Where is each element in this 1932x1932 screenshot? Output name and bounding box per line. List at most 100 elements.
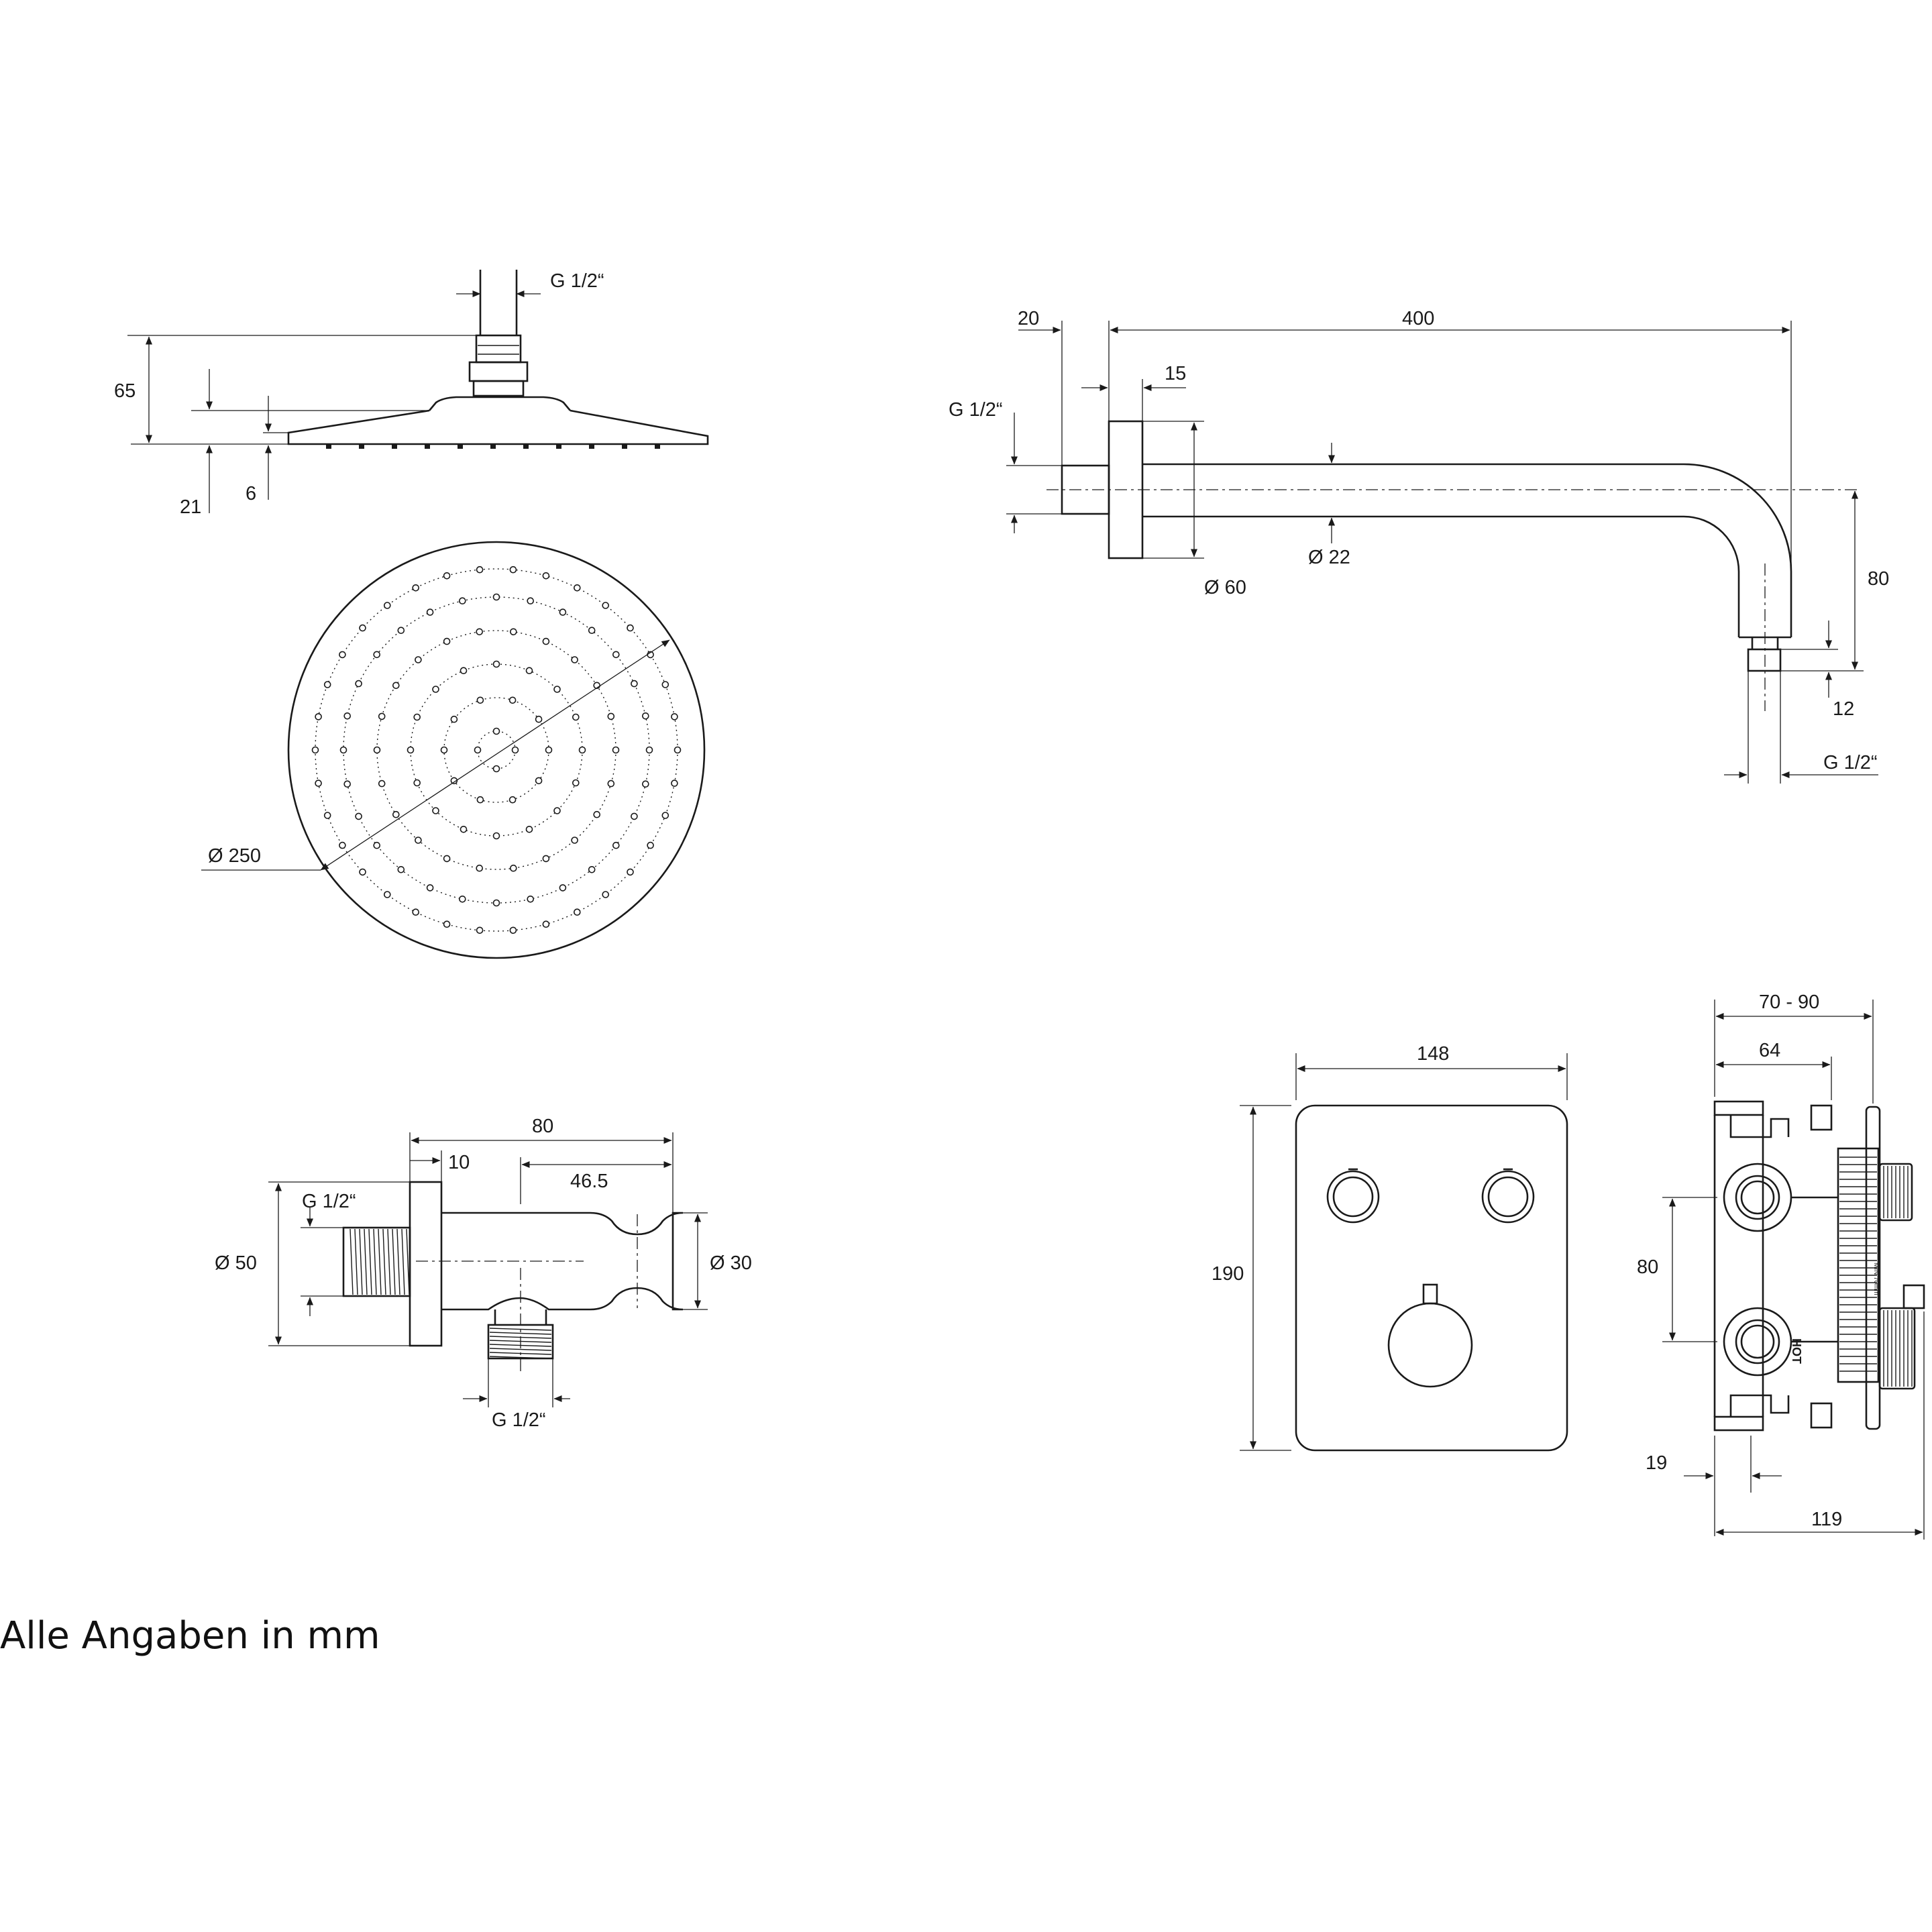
- head-thread-label: G 1/2“: [550, 270, 604, 292]
- nozzle-dot: [674, 746, 682, 754]
- nozzle-dot: [476, 696, 484, 704]
- nozzle-dot: [339, 746, 347, 754]
- nozzle-dot: [671, 713, 678, 720]
- nozzle-dot: [492, 765, 500, 773]
- nozzle-dot: [397, 627, 405, 635]
- nozzle-dot: [525, 667, 533, 675]
- nozzle-dot: [315, 713, 322, 720]
- nozzle-dot: [492, 727, 500, 735]
- nozzle-dot: [343, 780, 352, 788]
- nozzle-dot: [612, 651, 620, 659]
- nozzle-dot: [476, 864, 484, 872]
- nozzle-dot: [492, 832, 500, 840]
- nozzle-dot: [492, 899, 500, 907]
- outlet-bottom-thread: G 1/2“: [492, 1409, 546, 1431]
- nozzle-dot: [527, 597, 535, 605]
- nozzle-dot: [323, 812, 331, 819]
- nozzle-dot: [641, 780, 649, 788]
- nozzle-dot: [432, 807, 439, 814]
- nozzle-dot: [573, 584, 581, 592]
- nozzle-dot: [476, 926, 484, 934]
- outlet-inlet-thread: G 1/2“: [302, 1191, 356, 1212]
- knurl-top: [1883, 1166, 1909, 1218]
- nozzle-dot: [426, 608, 434, 616]
- nozzle-dot: [476, 796, 484, 804]
- knurl-bottom: [1883, 1310, 1913, 1387]
- nozzle-dot: [359, 624, 366, 632]
- box-port-spacing: 80: [1637, 1256, 1658, 1278]
- box-ribs: [1839, 1157, 1877, 1372]
- outlet-holder-offset: 46.5: [570, 1171, 608, 1192]
- nozzle-dot: [572, 713, 580, 721]
- nozzle-rings: [311, 566, 682, 934]
- nozzle-dot: [578, 746, 586, 754]
- nozzle-dot: [492, 593, 500, 601]
- nozzle-dot: [460, 667, 468, 675]
- nozzle-dot: [671, 780, 678, 787]
- box-front-offset: 19: [1646, 1452, 1667, 1474]
- left-valve-knob: [1326, 1168, 1380, 1224]
- shower-head-side-view: G 1/2“ 65 21 6: [114, 270, 709, 518]
- arm-drop: 80: [1868, 568, 1889, 590]
- hot-label: HOT: [1790, 1338, 1803, 1364]
- nozzle-dot: [407, 746, 415, 754]
- arm-outlet-thread: G 1/2“: [1823, 752, 1878, 773]
- nozzle-dot: [661, 681, 669, 688]
- nozzle-dot: [359, 868, 366, 876]
- nozzle-dot: [509, 628, 517, 636]
- nozzle-dot: [509, 566, 517, 574]
- nozzle-dot: [413, 779, 421, 787]
- nozzle-dot: [426, 884, 434, 892]
- nozzle-dot: [492, 660, 500, 668]
- nozzle-dot: [607, 780, 615, 788]
- nozzle-dot: [311, 746, 319, 754]
- box-total-depth: 119: [1811, 1509, 1842, 1530]
- nozzle-dot: [343, 712, 352, 720]
- nozzle-dot: [559, 608, 567, 616]
- nozzle-dot: [508, 796, 517, 804]
- head-plate-thickness: 6: [246, 483, 256, 504]
- nozzle-dot: [553, 807, 561, 814]
- nozzle-dot: [458, 597, 466, 605]
- arm-length: 400: [1402, 308, 1434, 329]
- nozzle-dot: [432, 686, 439, 693]
- nozzle-dot: [509, 926, 517, 934]
- min-depth-label: MIN 70mm: [1872, 1263, 1880, 1295]
- nozzle-dot: [602, 891, 610, 898]
- nozzle-dot: [315, 780, 322, 787]
- nozzle-dot: [542, 637, 550, 645]
- nozzle-dot: [661, 812, 669, 819]
- nozzle-dot: [383, 891, 391, 898]
- nozzle-dot: [476, 566, 484, 574]
- nozzle-dot: [509, 864, 517, 872]
- nozzle-dot: [397, 866, 405, 873]
- lower-port: [1723, 1307, 1792, 1377]
- nozzle-dot: [535, 715, 543, 723]
- plate-width: 148: [1417, 1043, 1449, 1065]
- nozzle-dot: [511, 746, 519, 754]
- nozzle-dot: [607, 712, 615, 720]
- nozzle-dot: [474, 746, 482, 754]
- nozzle-dot: [527, 896, 535, 903]
- nozzle-dot: [415, 837, 422, 844]
- nozzle-dot: [645, 746, 653, 754]
- nozzle-dot: [373, 651, 381, 659]
- nozzle-dot: [443, 572, 451, 580]
- nozzle-dot: [443, 920, 451, 928]
- plate-height: 190: [1212, 1263, 1244, 1285]
- nozzle-dot: [573, 908, 581, 916]
- nozzle-dot: [355, 812, 362, 820]
- nozzle-dot: [450, 715, 458, 723]
- nozzle-dot: [378, 712, 386, 720]
- wall-outlet-side-view: 80 10 46.5 G 1/2“ Ø 50 Ø 30 G 1/2“: [215, 1116, 752, 1431]
- arm-flange-gap: 15: [1165, 363, 1186, 384]
- concealed-box-side-view: HOT MIN 70mm 70 - 90 64 80 19 119: [1637, 991, 1925, 1540]
- upper-port: [1723, 1163, 1792, 1232]
- nozzle-dot: [542, 920, 550, 928]
- outlet-thread-lines: [350, 1228, 410, 1295]
- nozzle-dot: [545, 746, 553, 754]
- nozzle-dot: [392, 682, 400, 690]
- nozzle-dot: [378, 780, 386, 788]
- nozzle-dot: [612, 841, 620, 849]
- nozzle-dot: [588, 866, 596, 873]
